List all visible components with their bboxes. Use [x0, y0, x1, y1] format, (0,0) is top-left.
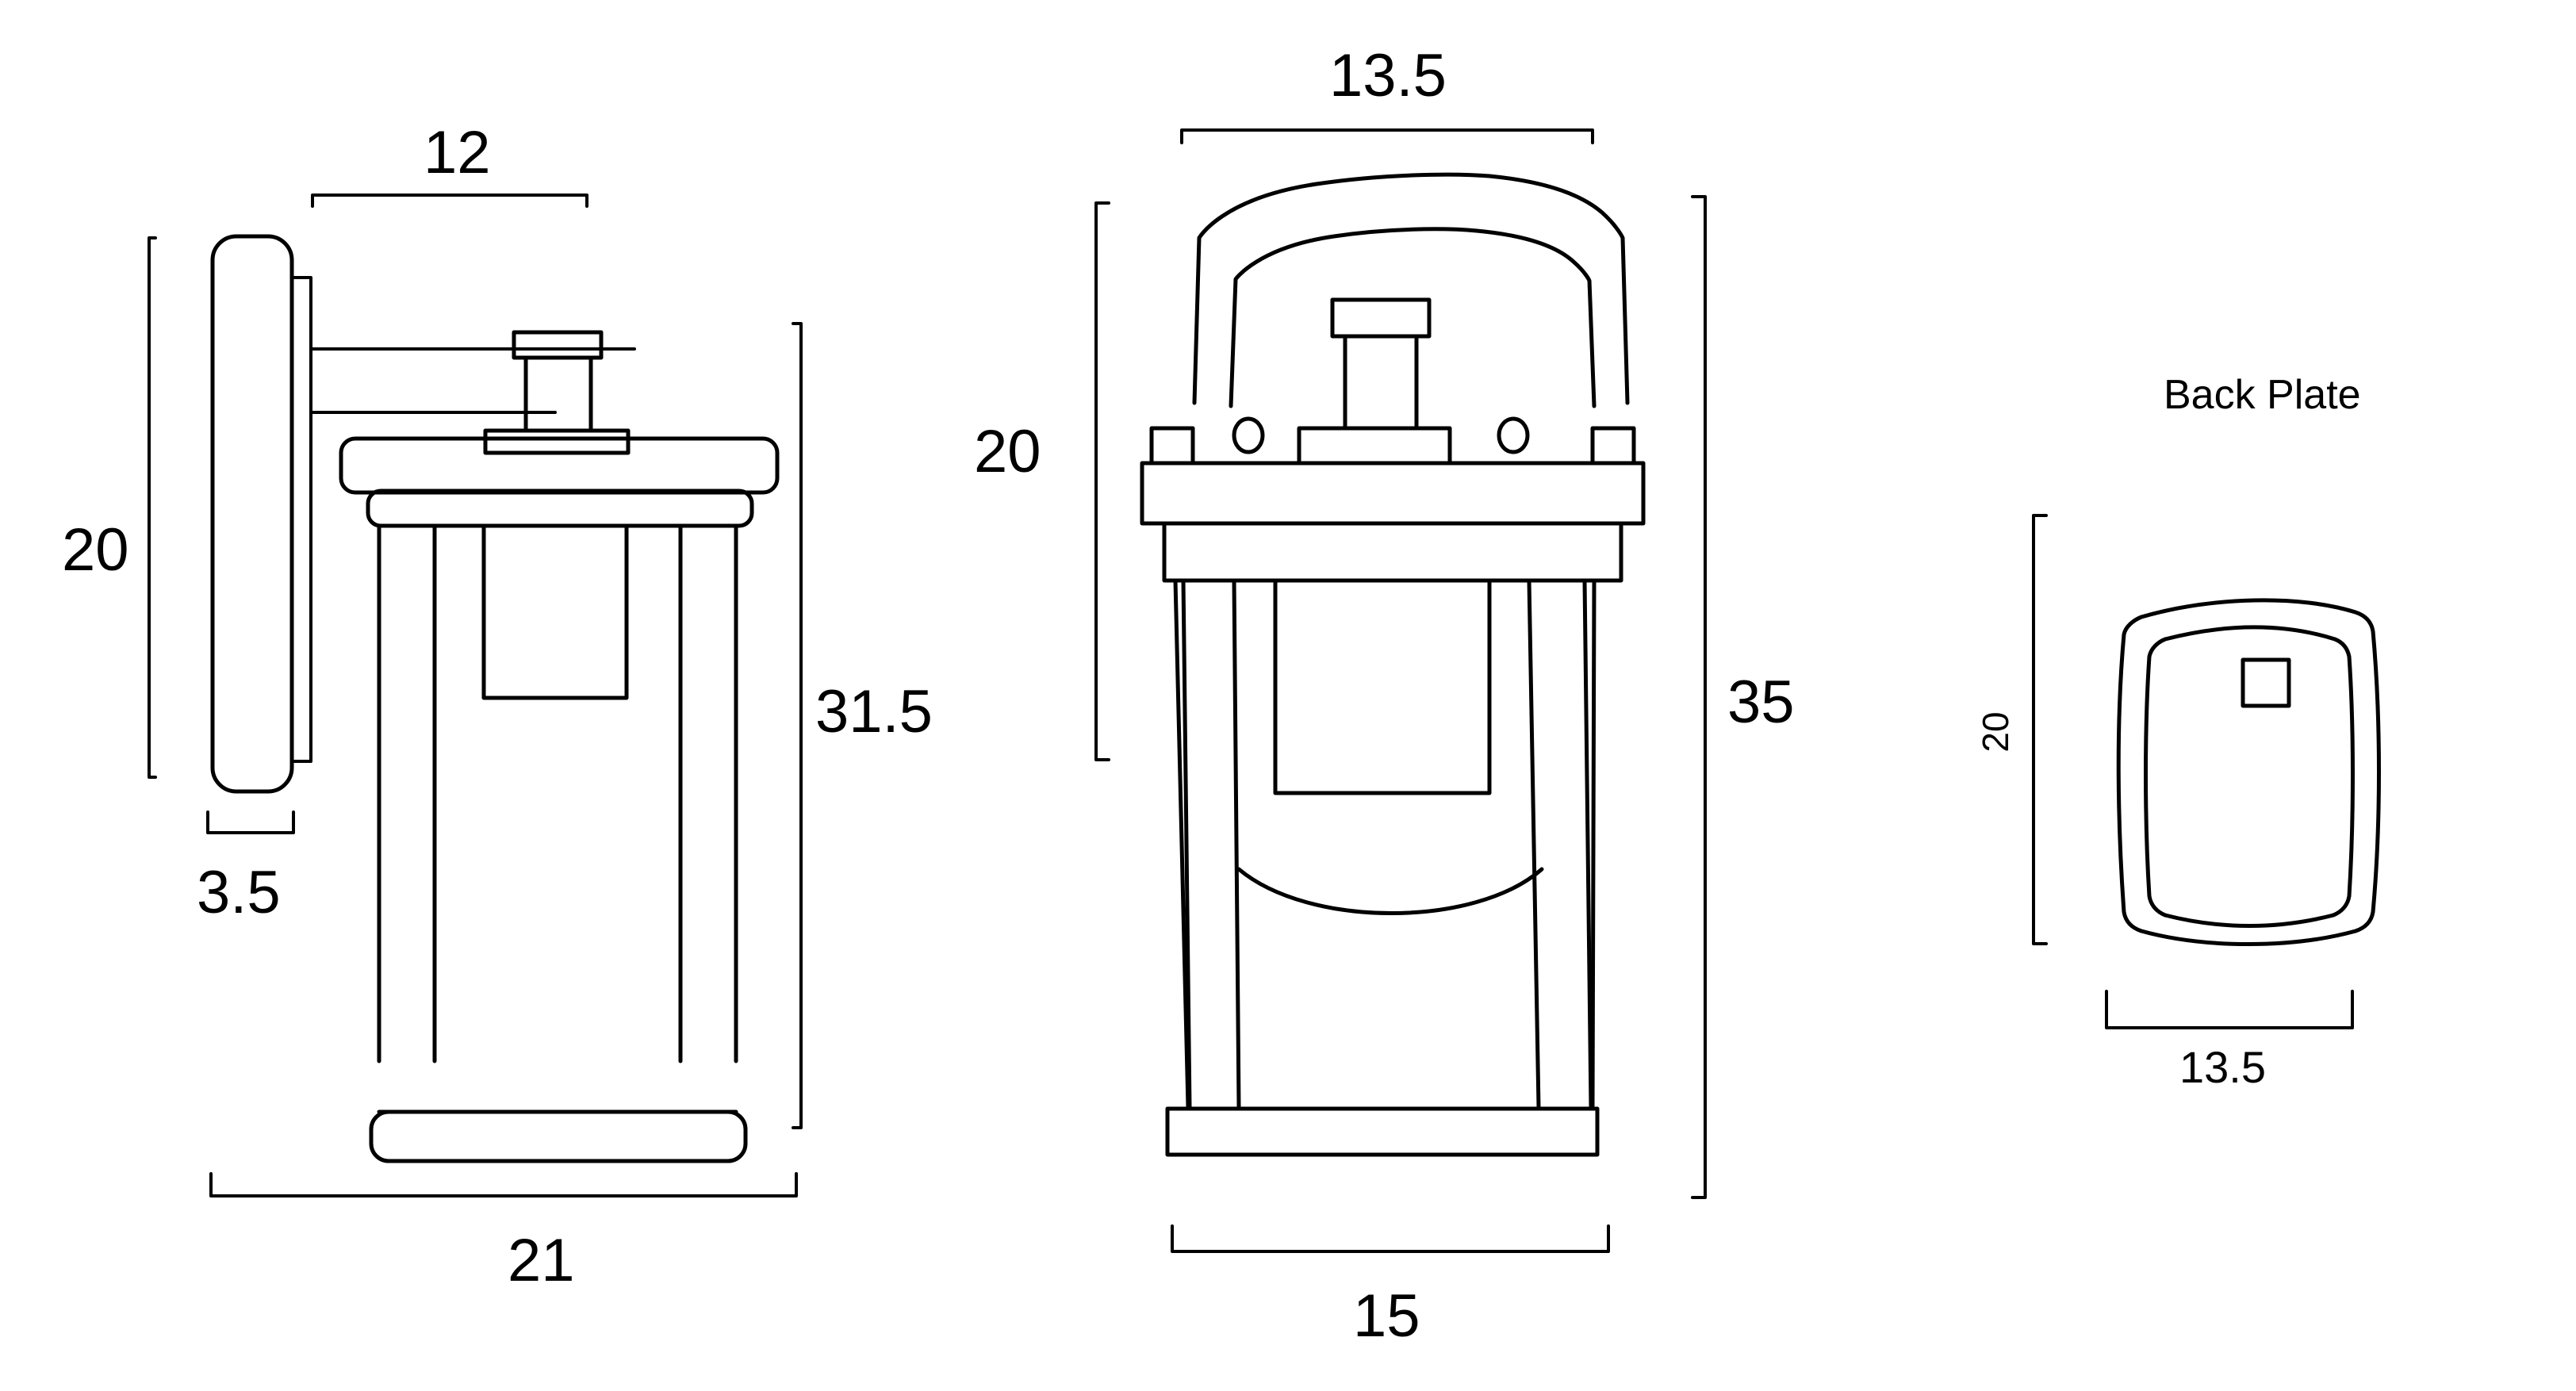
front-right-fastener-circle: [1497, 416, 1530, 454]
side-dim-backplate-depth-label: 3.5: [197, 859, 281, 926]
front-left-fastener-circle: [1232, 416, 1265, 454]
front-dim-total-height-label: 35: [1727, 669, 1795, 736]
front-right-bracket-tab: [1590, 426, 1636, 466]
front-finial-cap: [1330, 297, 1432, 339]
side-cap-trim: [366, 489, 754, 528]
backplate-mounting-square: [2241, 657, 2291, 708]
side-finial-collar: [483, 428, 631, 455]
front-dim-upper-height-label: 20: [974, 418, 1041, 485]
side-finial-cap: [512, 330, 604, 360]
front-dim-cap-width-bracket: [1180, 128, 1594, 144]
side-dim-backplate-depth-bracket: [206, 810, 295, 834]
side-dim-total-depth-label: 21: [508, 1227, 575, 1294]
front-finial-base-block: [1297, 426, 1452, 466]
front-left-outer-post-inner: [1181, 578, 1192, 1109]
side-dim-backplate-height-label: 20: [62, 516, 129, 584]
front-left-bracket-tab: [1149, 426, 1195, 466]
side-dim-fixture-height-label: 31.5: [815, 678, 933, 745]
front-left-inner-post: [1232, 578, 1241, 1109]
front-glass-seam-curve: [1236, 867, 1544, 915]
front-dim-base-width-label: 15: [1353, 1282, 1420, 1350]
backplate-dim-height-label: 20: [1975, 711, 2016, 753]
side-dim-backplate-height-bracket: [148, 236, 157, 779]
front-dim-base-width-bracket: [1171, 1224, 1610, 1253]
side-finial-stem: [523, 355, 593, 433]
side-back-plate: [210, 234, 294, 794]
side-back-plate-flange: [290, 276, 312, 763]
front-dim-cap-width-label: 13.5: [1329, 42, 1447, 109]
front-right-outer-post-outer: [1590, 578, 1597, 1109]
front-socket-housing: [1273, 578, 1492, 795]
backplate-dim-width-label: 13.5: [2179, 1042, 2266, 1092]
backplate-inner-outline: [2144, 625, 2355, 928]
front-cap-inner-arch: [1229, 227, 1597, 408]
backplate-dim-height-bracket: [2032, 514, 2048, 945]
front-base-plate: [1165, 1106, 1600, 1157]
side-dim-fixture-height-bracket: [792, 322, 803, 1129]
front-dim-upper-height-bracket: [1094, 201, 1110, 761]
front-trim-bar: [1162, 521, 1623, 583]
side-socket-housing: [481, 523, 629, 700]
side-dim-total-depth-bracket: [209, 1172, 798, 1197]
front-dim-total-height-bracket: [1691, 195, 1707, 1199]
front-right-inner-post: [1527, 578, 1541, 1109]
front-left-outer-post: [1173, 578, 1190, 1109]
front-cap-outer-arch: [1192, 172, 1630, 405]
backplate-outer-outline: [2116, 598, 2381, 946]
side-dim-depth-bracket: [311, 194, 588, 208]
side-dim-depth-label: 12: [424, 119, 491, 186]
side-base-plate: [369, 1109, 748, 1163]
backplate-dim-width-bracket: [2105, 990, 2354, 1029]
front-right-outer-post: [1582, 578, 1593, 1109]
front-finial-stem: [1343, 334, 1419, 431]
back-plate-title: Back Plate: [2164, 372, 2361, 418]
front-top-plate: [1140, 461, 1646, 526]
side-cap-plate: [339, 436, 780, 495]
